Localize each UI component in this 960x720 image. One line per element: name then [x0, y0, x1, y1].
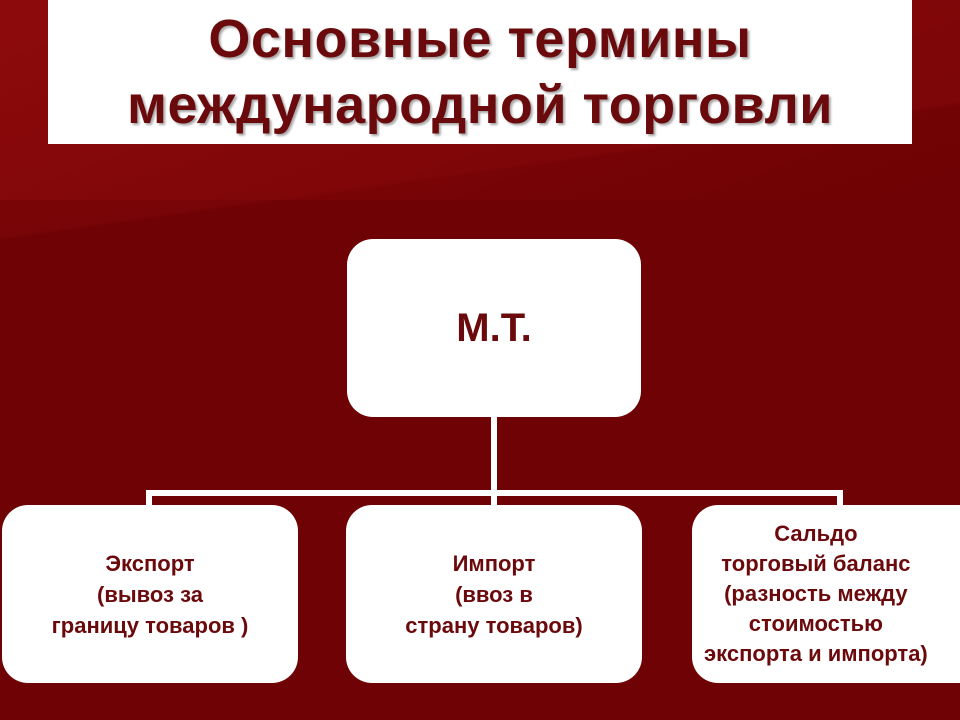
page-title: Основные термины международной торговли	[127, 9, 833, 135]
connector-root-stem	[491, 417, 497, 493]
connector-drop-right	[837, 490, 843, 506]
connector-drop-middle	[491, 490, 497, 506]
node-import-label: Импорт (ввоз в страну товаров)	[405, 550, 583, 638]
node-balance: Сальдо торговый баланс (разность между с…	[692, 505, 960, 683]
title-banner: Основные термины международной торговли	[48, 0, 912, 144]
node-export-label: Экспорт (вывоз за границу товаров )	[51, 550, 249, 638]
root-node-label: М.Т.	[456, 305, 532, 350]
node-import: Импорт (ввоз в страну товаров)	[346, 505, 642, 683]
connector-drop-left	[146, 490, 152, 506]
node-export: Экспорт (вывоз за границу товаров )	[2, 505, 298, 683]
root-node: М.Т.	[347, 239, 641, 417]
node-balance-label: Сальдо торговый баланс (разность между с…	[704, 521, 928, 666]
